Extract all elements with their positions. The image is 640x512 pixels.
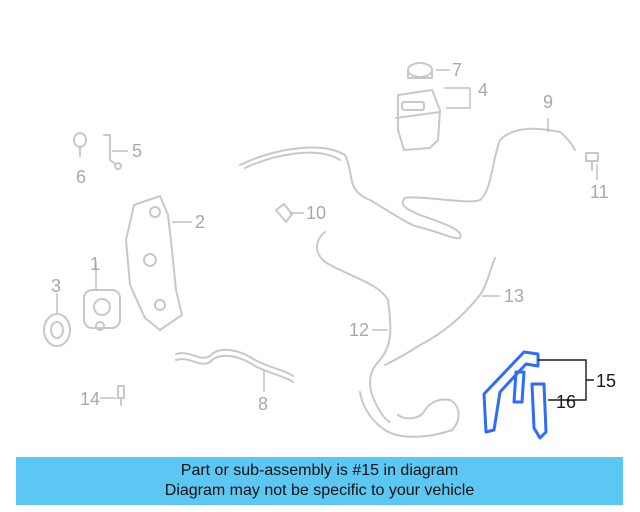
clamp-10 <box>275 203 293 223</box>
callout-4: 4 <box>478 80 488 100</box>
callout-12: 12 <box>349 320 369 340</box>
callout-3: 3 <box>51 276 61 296</box>
bracket-5 <box>103 134 122 170</box>
callout-14: 14 <box>80 389 100 409</box>
pulley <box>43 313 71 347</box>
callout-15: 15 <box>596 371 616 391</box>
callout-10: 10 <box>306 203 326 223</box>
callout-13: 13 <box>504 286 524 306</box>
bolt-11 <box>585 152 599 171</box>
reservoir-cap <box>407 62 433 79</box>
hose-8 <box>175 348 294 383</box>
pressure-hose <box>239 127 576 240</box>
banner-line-2: Diagram may not be specific to your vehi… <box>164 482 475 499</box>
callout-7: 7 <box>452 60 462 80</box>
bracket-16 <box>530 382 548 440</box>
callout-11: 11 <box>590 182 609 202</box>
return-line <box>316 231 496 438</box>
callout-5: 5 <box>132 141 142 161</box>
banner-line-1: Part or sub-assembly is #15 in diagram <box>180 462 459 479</box>
callout-16: 16 <box>556 392 576 412</box>
pump <box>83 289 121 331</box>
bolt-14 <box>117 385 125 406</box>
fitting-6 <box>73 132 87 157</box>
callout-6: 6 <box>76 167 86 187</box>
callout-9: 9 <box>543 92 553 112</box>
callout-2: 2 <box>195 212 205 232</box>
reservoir <box>395 88 442 152</box>
info-banner: Part or sub-assembly is #15 in diagram D… <box>16 457 623 505</box>
bracket-15 <box>482 350 540 434</box>
bracket-2 <box>124 194 184 332</box>
callout-1: 1 <box>90 254 100 274</box>
callout-8: 8 <box>258 394 268 414</box>
